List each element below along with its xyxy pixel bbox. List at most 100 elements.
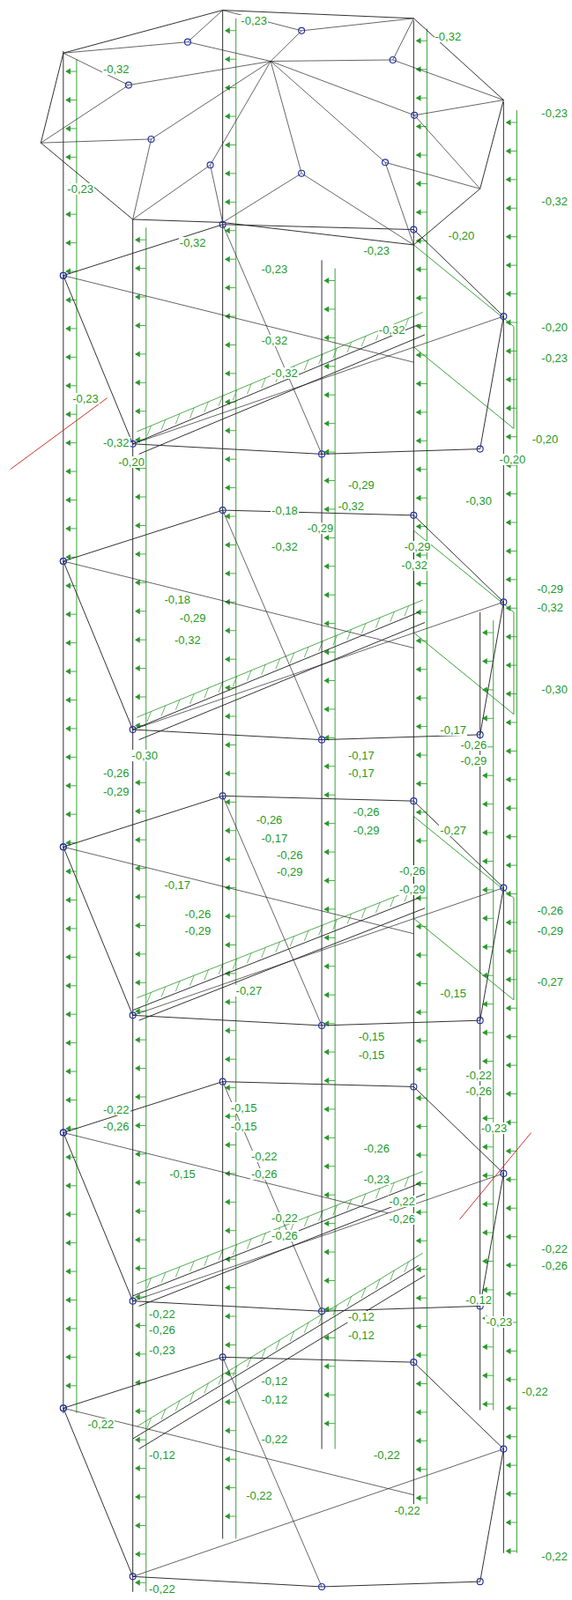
load-arrow xyxy=(204,1383,209,1395)
load-arrow xyxy=(161,705,166,717)
joint-mark xyxy=(59,844,67,851)
load-strip xyxy=(136,1253,424,1427)
load-arrowhead xyxy=(482,830,488,837)
load-arrowhead xyxy=(65,897,71,904)
roof-brace xyxy=(133,164,211,220)
roof-brace xyxy=(385,162,481,189)
floor-beam xyxy=(480,601,505,736)
floor-beam xyxy=(63,795,223,847)
load-arrow xyxy=(289,653,295,664)
load-value: -0,29 xyxy=(306,522,335,535)
load-arrowhead xyxy=(65,497,71,504)
load-arrowhead xyxy=(482,658,488,665)
roof-edge xyxy=(63,10,223,54)
joint-mark xyxy=(129,727,136,734)
joint-mark xyxy=(59,558,67,565)
load-arrowhead xyxy=(416,1152,422,1159)
load-value: -0,23 xyxy=(540,107,569,119)
load-value: -0,32 xyxy=(540,195,569,208)
load-strip xyxy=(75,59,77,1414)
load-arrowhead xyxy=(505,376,512,383)
load-arrowhead xyxy=(224,199,231,206)
load-arrow xyxy=(261,378,267,389)
joint-mark xyxy=(500,313,507,320)
load-value: -0,26 xyxy=(352,806,381,818)
load-arrow xyxy=(246,1357,252,1368)
load-value: -0,23 xyxy=(148,1344,177,1357)
floor-brace xyxy=(222,795,322,1026)
load-arrowhead xyxy=(323,877,329,884)
load-arrowhead xyxy=(323,305,329,312)
load-strip xyxy=(235,18,237,1540)
column-member xyxy=(62,51,64,1414)
load-arrowhead xyxy=(134,1037,141,1044)
load-arrowhead xyxy=(224,1399,231,1406)
floor-beam xyxy=(413,801,504,888)
load-arrowhead xyxy=(65,525,71,532)
load-value: -0,23 xyxy=(484,1316,513,1329)
floor-beam xyxy=(321,1306,481,1312)
joint-mark xyxy=(298,27,305,34)
floor-beam xyxy=(133,729,322,741)
load-arrow xyxy=(204,401,209,413)
load-value: -0,20 xyxy=(540,321,569,334)
load-arrow xyxy=(147,1418,152,1429)
floor-beam xyxy=(63,1408,134,1577)
roof-edge xyxy=(222,222,415,245)
floor-beam xyxy=(63,275,134,445)
load-value: -0,32 xyxy=(260,334,290,347)
roof-brace xyxy=(301,173,414,246)
load-arrowhead xyxy=(416,1295,422,1302)
joint-mark xyxy=(59,1405,67,1412)
load-arrow xyxy=(232,1244,238,1256)
joint-mark xyxy=(500,884,507,892)
load-arrowhead xyxy=(224,456,231,463)
load-arrowhead xyxy=(416,1238,422,1245)
load-arrowhead xyxy=(134,408,141,415)
joint-mark xyxy=(319,1308,326,1315)
load-arrowhead xyxy=(505,348,512,355)
floor-beam xyxy=(222,224,415,231)
load-arrowhead xyxy=(224,713,231,721)
load-arrow xyxy=(161,419,166,431)
load-arrowhead xyxy=(224,827,231,834)
load-value: -0,22 xyxy=(102,1104,131,1116)
load-arrowhead xyxy=(505,1148,512,1155)
load-arrow xyxy=(218,395,223,407)
load-value: -0,26 xyxy=(270,1230,299,1242)
load-arrow xyxy=(161,987,166,998)
load-arrowhead xyxy=(224,1114,231,1121)
joint-mark xyxy=(129,1298,136,1305)
joint-mark xyxy=(319,736,326,743)
floor-beam xyxy=(480,316,505,450)
load-arrowhead xyxy=(224,1485,231,1492)
load-arrow xyxy=(304,646,309,658)
load-arrowhead xyxy=(416,495,422,502)
floor-beam xyxy=(63,846,134,1016)
load-arrowhead xyxy=(416,266,422,273)
roof-brace xyxy=(40,139,151,143)
load-arrowhead xyxy=(224,284,231,291)
load-value: -0,32 xyxy=(102,437,131,449)
load-arrowhead xyxy=(323,849,329,856)
load-arrow xyxy=(246,953,252,965)
load-arrowhead xyxy=(134,694,141,701)
load-value: -0,26 xyxy=(102,1121,131,1133)
load-value: -0,29 xyxy=(398,884,427,896)
load-value: -0,23 xyxy=(540,352,569,364)
load-arrowhead xyxy=(323,1163,329,1170)
load-arrowhead xyxy=(224,341,231,349)
load-arrowhead xyxy=(224,1027,231,1034)
load-arrowhead xyxy=(134,1551,141,1558)
load-arrow xyxy=(218,964,223,975)
load-value: -0,32 xyxy=(535,601,565,614)
load-value: -0,22 xyxy=(540,1551,569,1563)
load-arrow xyxy=(347,341,352,353)
stair-stringer xyxy=(133,1183,420,1296)
stair-stringer xyxy=(133,612,420,730)
load-arrowhead xyxy=(65,325,71,332)
load-strip xyxy=(136,600,424,718)
stair-stringer xyxy=(139,1276,426,1450)
load-arrowhead xyxy=(416,180,422,187)
